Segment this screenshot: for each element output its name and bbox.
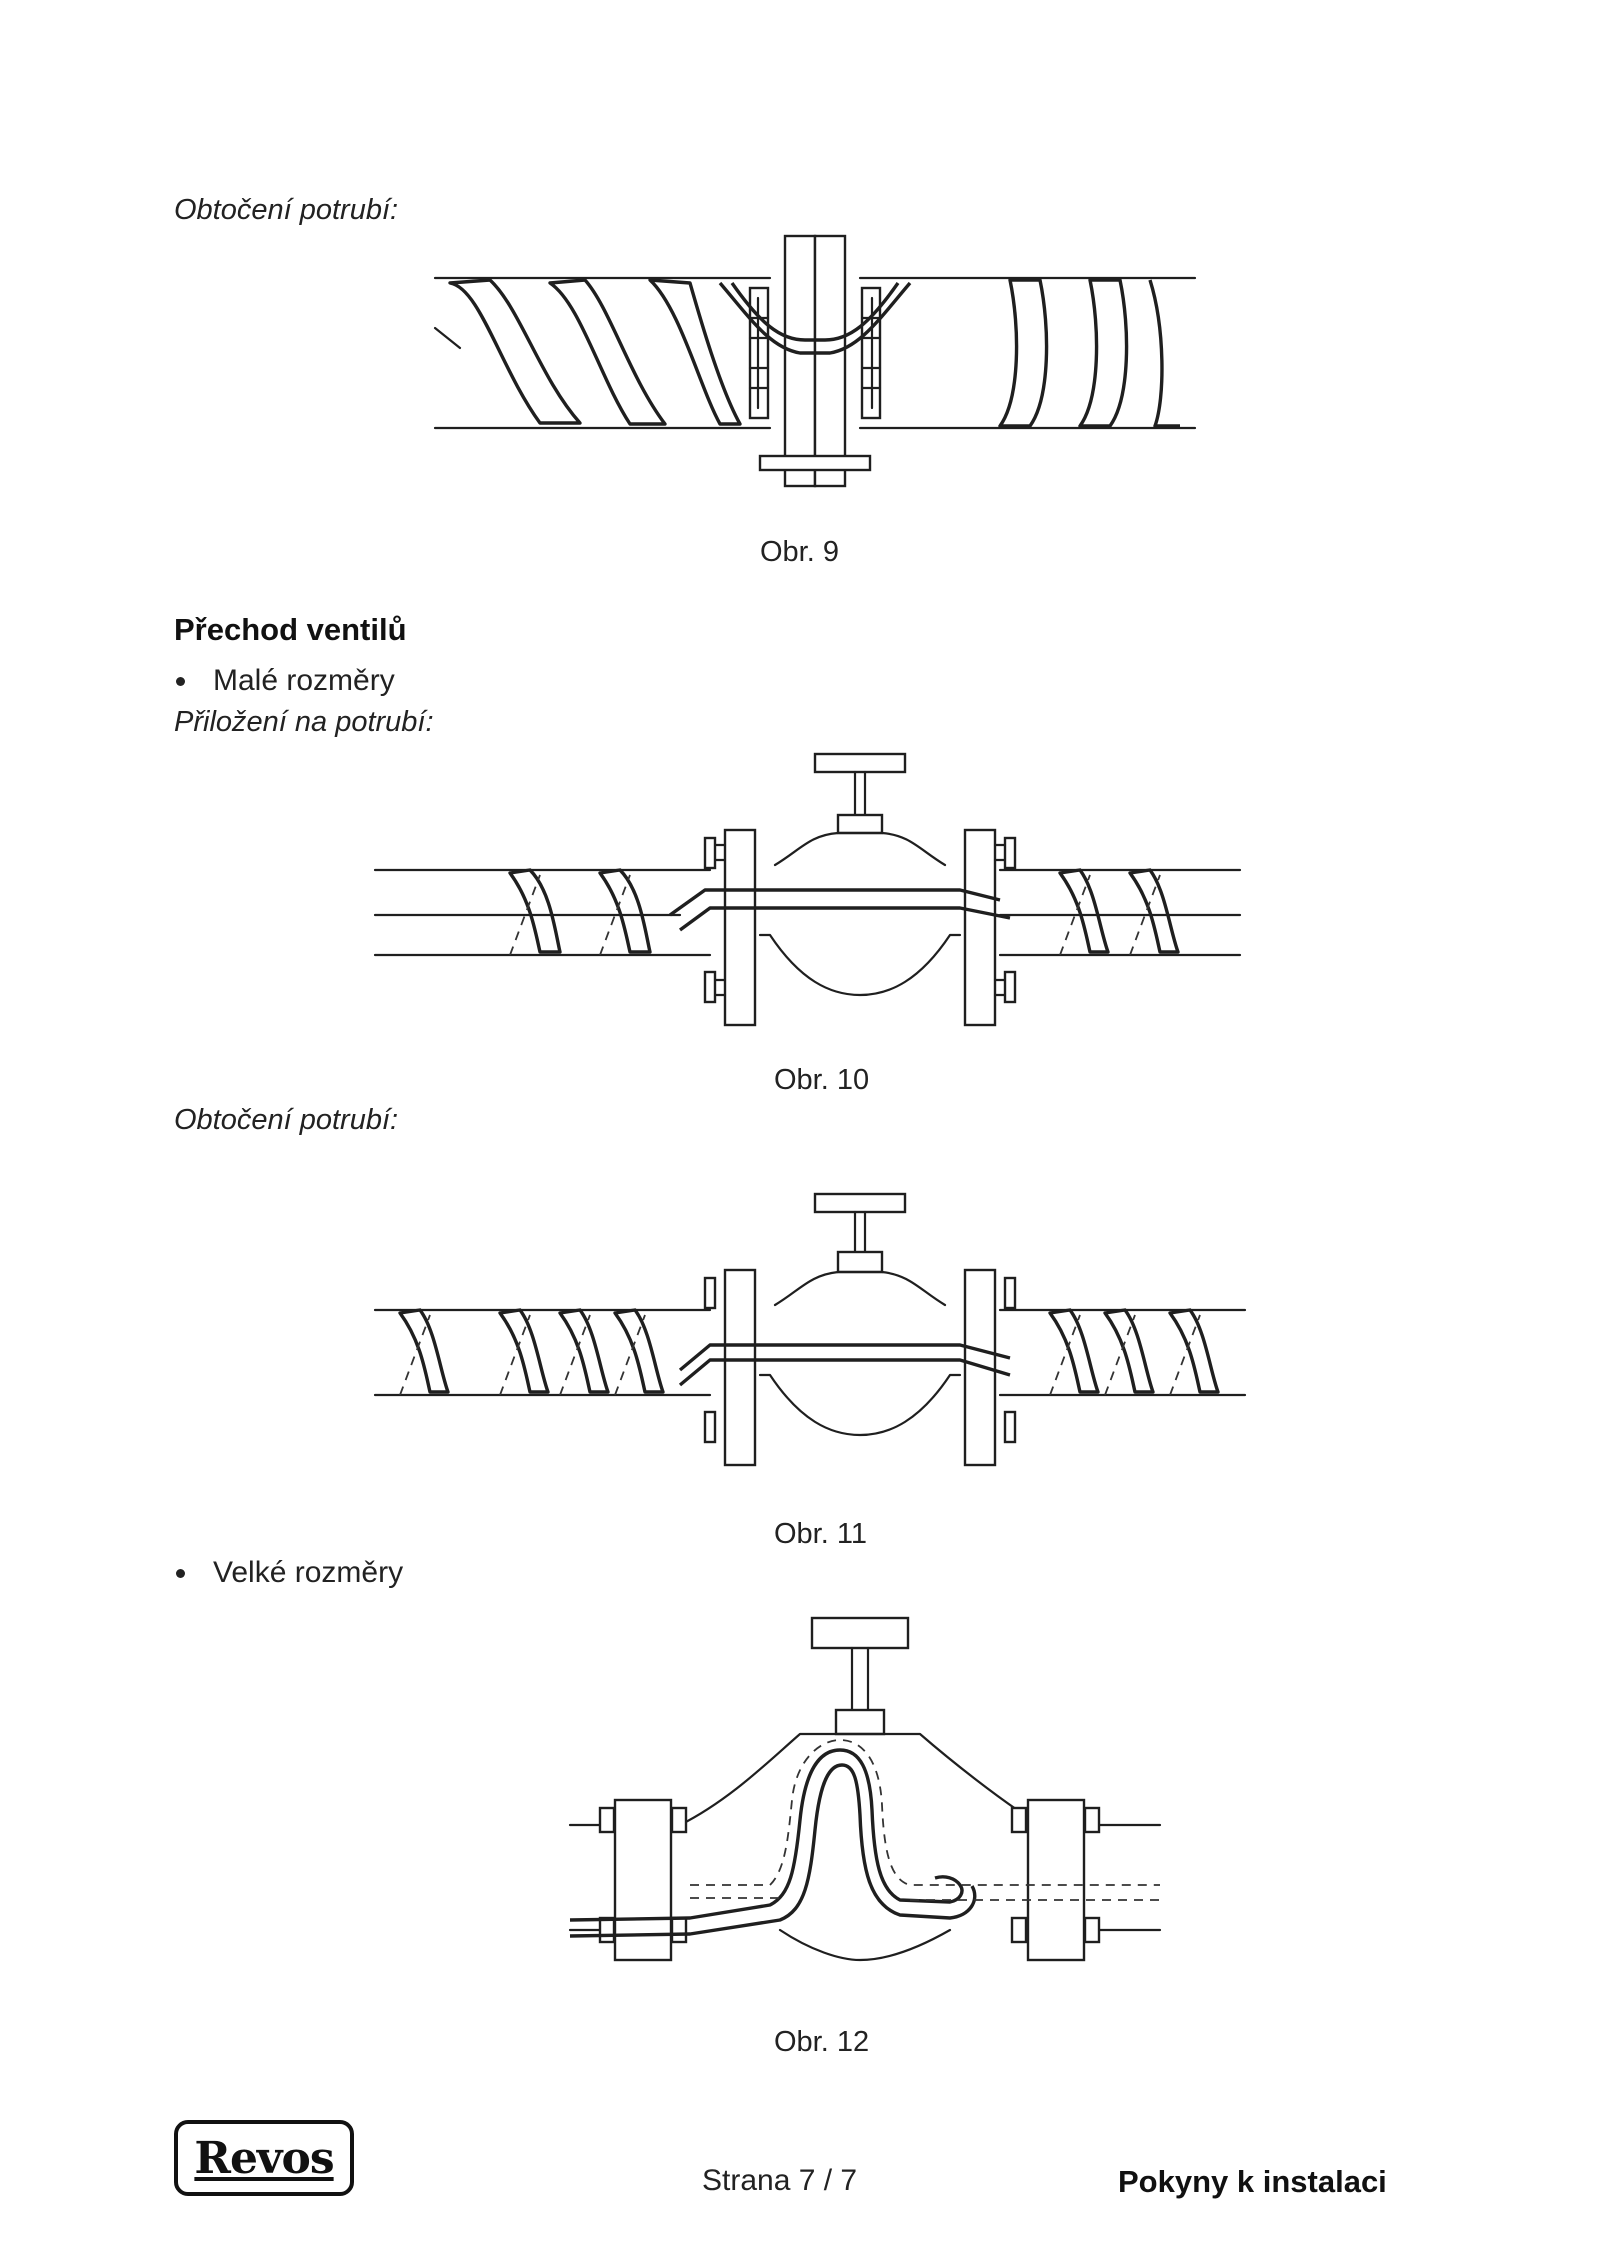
caption-figure-10: Obr. 10 [774, 1064, 870, 1096]
bullet-dot [176, 676, 185, 686]
caption-figure-12: Obr. 12 [774, 2026, 870, 2058]
bullet-small-sizes: Malé rozměry [176, 664, 395, 698]
heading-valve-transition: Přechod ventilů [174, 612, 407, 647]
label-pipe-wrapping-2: Obtočení potrubí: [174, 1104, 399, 1136]
caption-figure-11: Obr. 11 [774, 1518, 867, 1550]
bullet-large-sizes-label: Velké rozměry [213, 1556, 404, 1589]
document-title: Pokyny k instalaci [1118, 2164, 1387, 2199]
bullet-dot [176, 1568, 185, 1578]
figure-9-flange-spiral-wrap [433, 234, 1197, 488]
bullet-large-sizes: Velké rozměry [176, 1556, 403, 1590]
caption-figure-9: Obr. 9 [760, 536, 839, 568]
figure-11-valve-spiral-wrap [373, 1192, 1247, 1467]
bullet-small-sizes-label: Malé rozměry [213, 664, 395, 697]
figure-10-valve-laid-cable [373, 752, 1242, 1027]
page-number: Strana 7 / 7 [702, 2164, 858, 2197]
revos-logo-text: Revos [194, 2132, 334, 2184]
figure-12-large-valve-loop [568, 1616, 1162, 1962]
label-pipe-wrapping-1: Obtočení potrubí: [174, 194, 399, 226]
revos-logo: Revos [174, 2120, 354, 2196]
label-laying-on-pipe: Přiložení na potrubí: [174, 706, 434, 738]
